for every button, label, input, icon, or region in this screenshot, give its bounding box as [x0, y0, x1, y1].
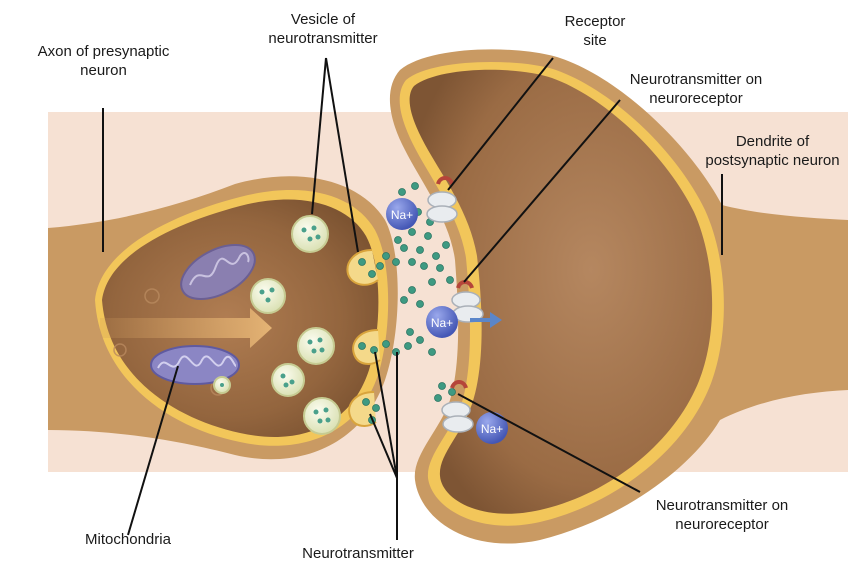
label-axon: Axon of presynaptic neuron: [6, 42, 201, 80]
label-nt-on-receptor-top: Neurotransmitter on neuroreceptor: [606, 70, 786, 108]
label-mitochondria: Mitochondria: [58, 530, 198, 549]
label-neurotransmitter-line1: Neurotransmitter: [278, 544, 438, 563]
ion-label: Na+: [431, 316, 453, 330]
sodium-ion-1: Na+: [386, 198, 418, 230]
vesicle: [272, 364, 304, 396]
ion-label: Na+: [391, 208, 413, 222]
label-mitochondria-line1: Mitochondria: [58, 530, 198, 549]
sodium-ion-3: Na+: [476, 412, 508, 444]
label-vesicle: Vesicle of neurotransmitter: [248, 10, 398, 48]
label-receptor-site-line2: site: [550, 31, 640, 50]
label-nt-top-line2: neuroreceptor: [606, 89, 786, 108]
label-axon-line1: Axon of presynaptic: [6, 42, 201, 61]
label-dendrite-line2: postsynaptic neuron: [690, 151, 855, 170]
label-nt-bottom-line2: neuroreceptor: [632, 515, 812, 534]
label-vesicle-line1: Vesicle of: [248, 10, 398, 29]
vesicle: [298, 328, 334, 364]
sodium-ion-2: Na+: [426, 306, 458, 338]
label-axon-line2: neuron: [6, 61, 201, 80]
label-nt-top-line1: Neurotransmitter on: [606, 70, 786, 89]
label-receptor-site: Receptor site: [550, 12, 640, 50]
label-neurotransmitter: Neurotransmitter: [278, 544, 438, 563]
vesicle: [292, 216, 328, 252]
label-dendrite: Dendrite of postsynaptic neuron: [690, 132, 855, 170]
label-vesicle-line2: neurotransmitter: [248, 29, 398, 48]
label-nt-on-receptor-bottom: Neurotransmitter on neuroreceptor: [632, 496, 812, 534]
vesicle: [251, 279, 285, 313]
label-receptor-site-line1: Receptor: [550, 12, 640, 31]
label-nt-bottom-line1: Neurotransmitter on: [632, 496, 812, 515]
ion-label: Na+: [481, 422, 503, 436]
vesicle: [304, 398, 340, 434]
label-dendrite-line1: Dendrite of: [690, 132, 855, 151]
